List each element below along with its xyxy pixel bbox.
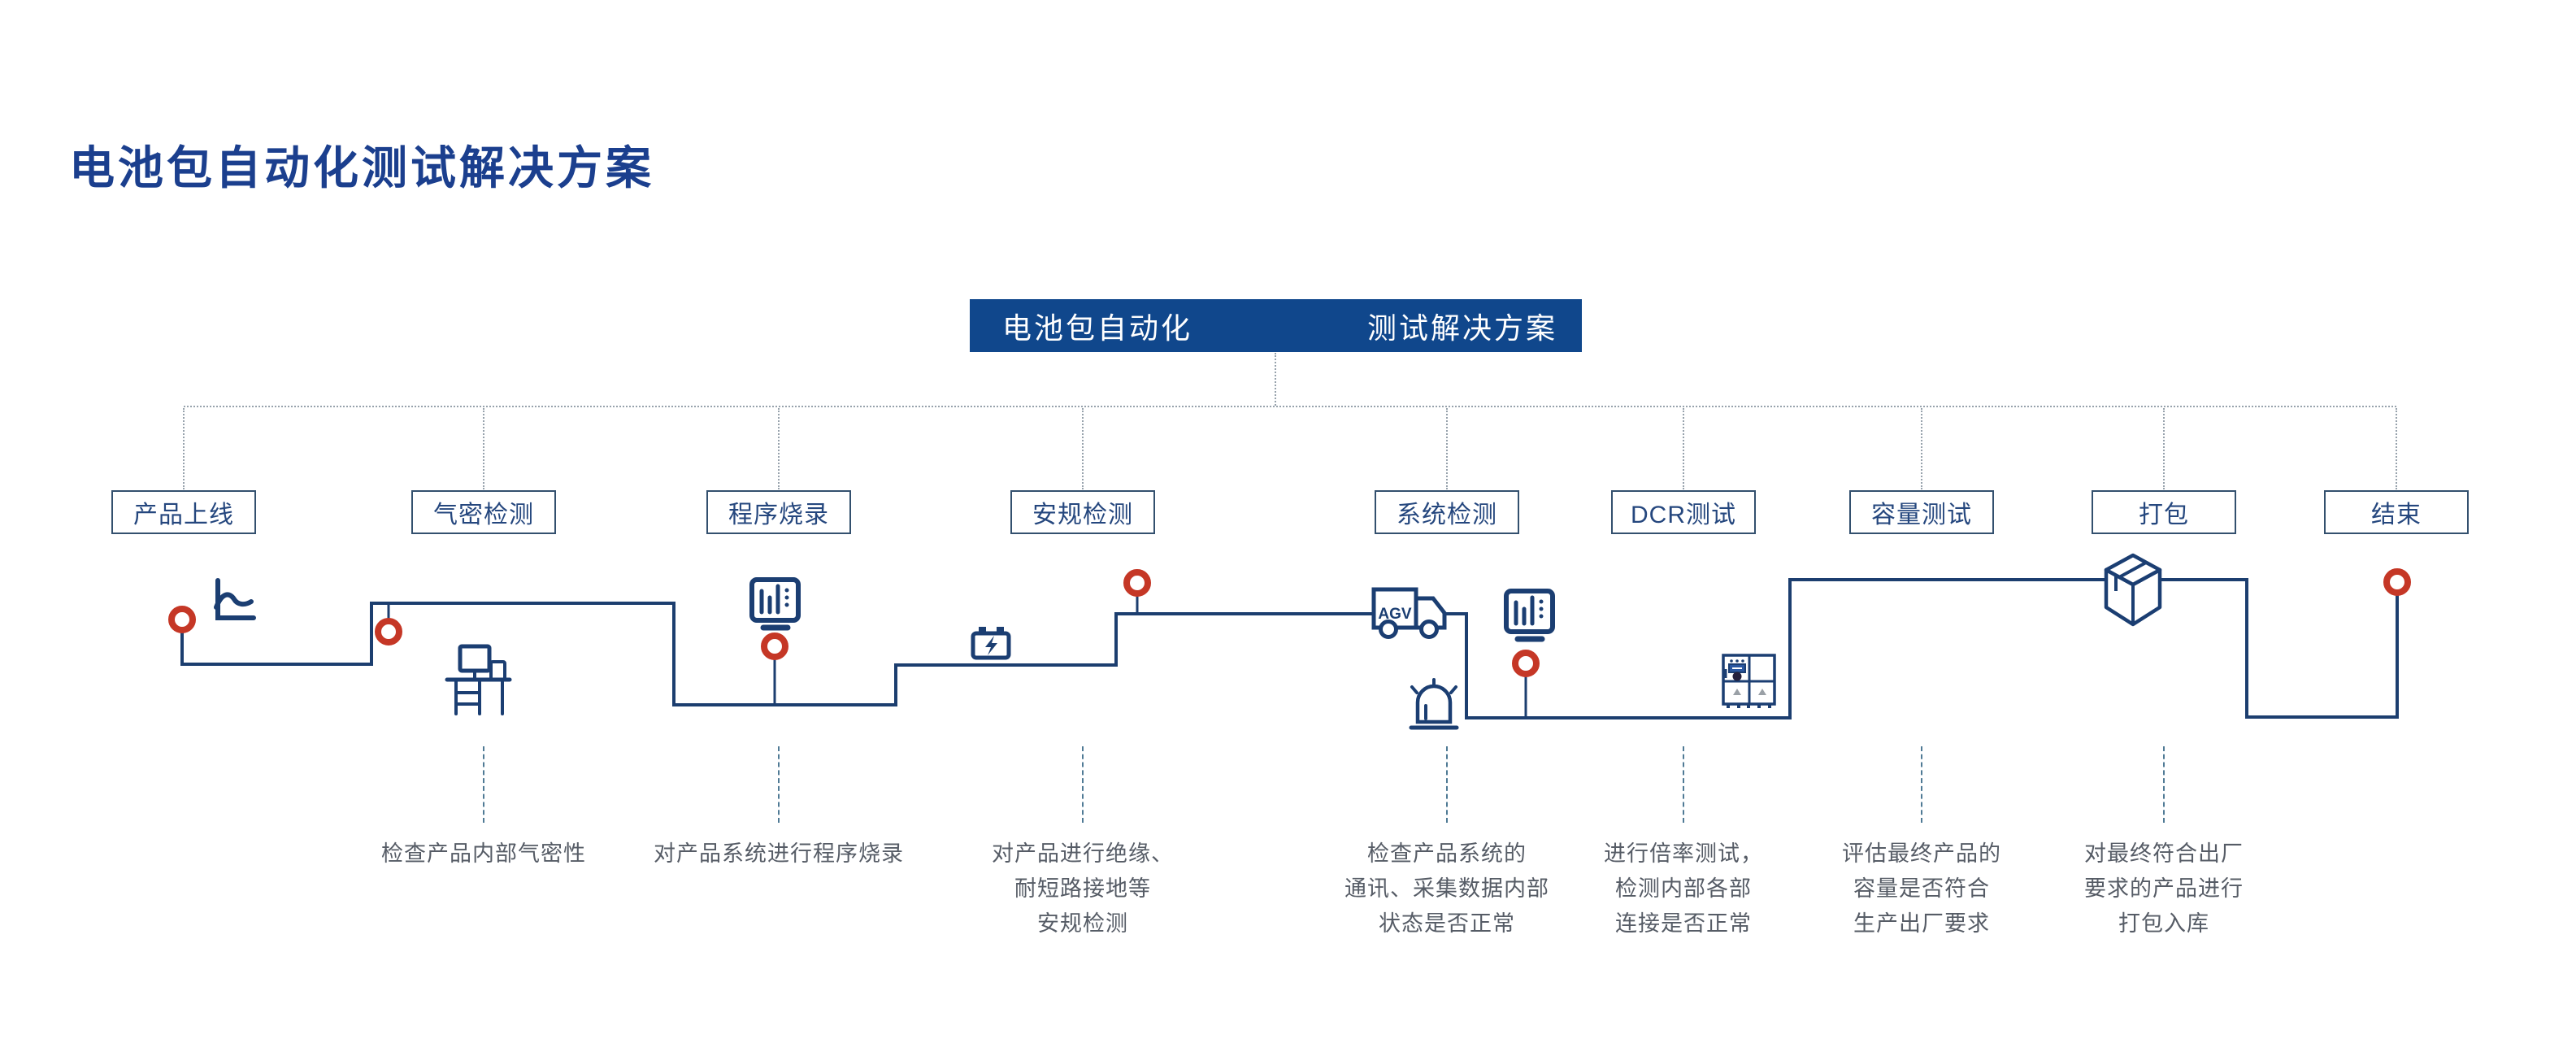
alarm-beacon-icon <box>1409 678 1459 730</box>
connector-drop-1 <box>483 408 484 489</box>
desc-connector-4 <box>1446 746 1448 823</box>
stage-description-3: 对产品进行绝缘、耐短路接地等安规检测 <box>992 841 1174 936</box>
connector-drop-7 <box>2163 408 2165 489</box>
stage-box-0: 产品上线 <box>111 490 256 534</box>
connector-drop-0 <box>183 408 185 489</box>
stage-description-7: 对最终符合出厂要求的产品进行打包入库 <box>2084 841 2244 936</box>
header-left-text: 电池包自动化 <box>1002 311 1193 345</box>
tree-horizontal-line <box>184 406 2396 407</box>
battery-icon <box>971 627 1011 660</box>
connector-drop-4 <box>1446 408 1448 489</box>
stage-box-7: 打包 <box>2092 490 2236 534</box>
connector-drop-8 <box>2396 408 2397 489</box>
connector-drop-2 <box>778 408 780 489</box>
stage-description-4: 检查产品系统的通讯、采集数据内部状态是否正常 <box>1344 841 1549 936</box>
page-title: 电池包自动化测试解决方案 <box>69 142 654 193</box>
stage-box-4: 系统检测 <box>1375 490 1519 534</box>
connector-drop-3 <box>1082 408 1084 489</box>
stage-box-5: DCR测试 <box>1611 490 1756 534</box>
process-path-line <box>180 578 2399 719</box>
stage-box-3: 安规检测 <box>1010 490 1155 534</box>
connector-drop-5 <box>1683 408 1684 489</box>
stage-description-6: 评估最终产品的容量是否符合生产出厂要求 <box>1842 841 2001 936</box>
agv-truck-label: AGV <box>1378 606 1412 623</box>
header-right-text: 测试解决方案 <box>1366 311 1557 345</box>
workbench-desk-icon <box>445 644 512 715</box>
stage-description-2: 对产品系统进行程序烧录 <box>654 841 904 866</box>
node-marker <box>168 606 196 633</box>
stage-box-2: 程序烧录 <box>706 490 851 534</box>
test-cabinet-icon <box>1722 654 1776 708</box>
node-marker <box>1123 569 1151 597</box>
bar-chart-monitor-icon <box>1504 589 1555 642</box>
desc-connector-2 <box>778 746 780 823</box>
trend-chart-icon <box>214 578 256 620</box>
node-marker <box>1512 650 1540 677</box>
node-marker <box>761 633 788 660</box>
node-marker <box>2383 568 2411 596</box>
solution-header-bar: 电池包自动化 测试解决方案 <box>970 299 1582 352</box>
desc-connector-6 <box>1921 746 1922 823</box>
stage-description-1: 检查产品内部气密性 <box>381 841 586 866</box>
marker-stems <box>387 593 1527 718</box>
stage-box-8: 结束 <box>2324 490 2469 534</box>
desc-connector-7 <box>2163 746 2165 823</box>
desc-connector-3 <box>1082 746 1084 823</box>
desc-connector-1 <box>483 746 484 823</box>
stage-box-6: 容量测试 <box>1849 490 1994 534</box>
connector-drop-6 <box>1921 408 1922 489</box>
header-connector-line <box>1275 353 1276 406</box>
stage-box-1: 气密检测 <box>411 490 556 534</box>
package-box-icon <box>2104 553 2162 627</box>
bar-chart-monitor-icon <box>749 577 801 631</box>
node-marker <box>375 618 402 646</box>
stage-description-5: 进行倍率测试，检测内部各部连接是否正常 <box>1604 841 1763 936</box>
desc-connector-5 <box>1683 746 1684 823</box>
agv-truck-icon: AGV <box>1371 587 1447 639</box>
